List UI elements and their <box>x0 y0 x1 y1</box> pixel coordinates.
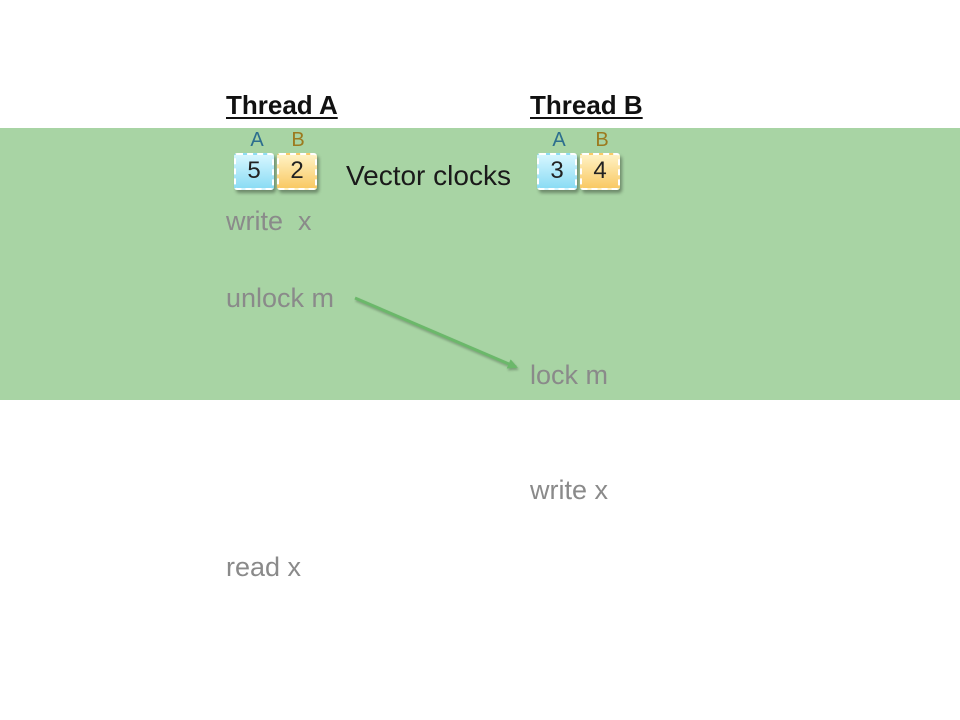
thread-a-heading: Thread A <box>226 90 338 120</box>
thread-a-clock-b-value: 2 <box>277 153 317 190</box>
thread-b-event-write-x: write x <box>530 475 609 505</box>
arrow-line <box>354 296 518 369</box>
thread-a-clock-label-b: B <box>291 129 305 151</box>
thread-a-event-read-x: read x <box>226 552 302 582</box>
thread-b-clock-b-value: 4 <box>580 153 620 190</box>
thread-b-clock-label-a: A <box>552 129 566 151</box>
thread-a-event-write-x: write x <box>226 206 312 236</box>
thread-a-clock-a-value: 5 <box>234 153 274 190</box>
vector-clocks-caption: Vector clocks <box>346 160 511 191</box>
thread-a-clock-label-a: A <box>250 129 264 151</box>
thread-b-event-lock-m: lock m <box>530 360 609 390</box>
highlight-band <box>0 128 960 400</box>
thread-a-event-unlock-m: unlock m <box>226 283 335 313</box>
thread-b-clock-a-value: 3 <box>537 153 577 190</box>
thread-b-clock-label-b: B <box>595 129 609 151</box>
thread-b-heading: Thread B <box>530 90 643 120</box>
